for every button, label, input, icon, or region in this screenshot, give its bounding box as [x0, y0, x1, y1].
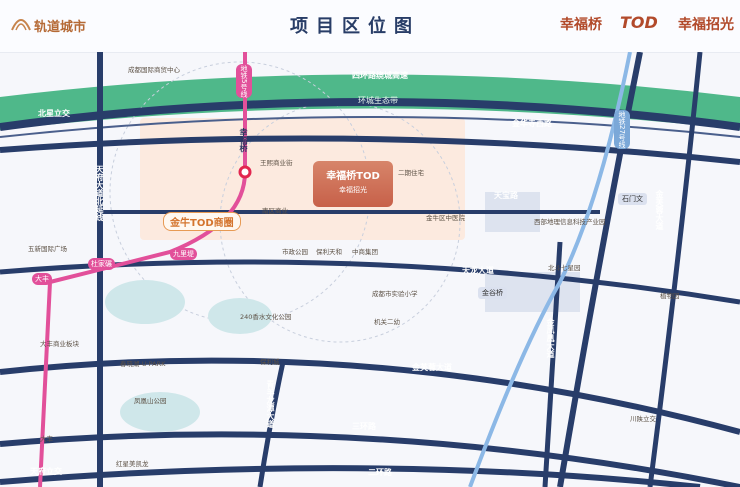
poi-baoli: 保利天和 [316, 248, 342, 256]
jinfurong-avenue-label: 金芙蓉大道 [412, 363, 452, 372]
tianfu-avenue-label: 天府大道北延线 [95, 165, 104, 221]
ring2-road-label: 二环路 [368, 468, 392, 477]
developer-name: 轨道城市 [34, 20, 87, 35]
dufeng-station-pill: 杜家碾 [88, 258, 115, 270]
poi-wanxin: 五新国际广场 [28, 245, 67, 253]
poi-park-2: 市政公园 [282, 248, 308, 256]
poi-yunliang: 大丰 [40, 435, 53, 443]
tianlong-avenue-label: 天龙大道 [462, 266, 494, 275]
lake-area-3 [120, 392, 200, 432]
poi-airport-school: 机关二幼 [374, 318, 400, 326]
developer-mark-icon [11, 19, 31, 31]
dafeng-station-pill: 大丰 [32, 273, 52, 285]
shimen-station-pill: 石门文 [618, 193, 647, 205]
jinhua-si-road [0, 135, 740, 165]
qingbaijiang-avenue [257, 361, 286, 487]
poi-datong: 大丰商业板块 [40, 340, 79, 348]
road-label-south: 天府立交 [30, 467, 62, 476]
ring3-road-label: 三环路 [352, 422, 376, 431]
page-title: 项目区位图 [290, 16, 420, 37]
poi-south-commercial: 南区商业 [262, 207, 288, 215]
poi-school: 成都市实验小学 [372, 290, 418, 298]
poi-tech-park: 西部地理信息科技产业园 [534, 218, 606, 226]
poi-zhonghe: 中商集团 [352, 248, 378, 256]
lake-area-2 [208, 298, 272, 334]
project-logo-tod: TOD [620, 13, 658, 32]
xingfuqiao-station-label: 幸福桥 [239, 128, 248, 152]
ring4-road [0, 98, 740, 131]
project-badge-title: 幸福桥TOD [326, 171, 380, 182]
poi-beigan: 北斗七星园 [548, 264, 581, 272]
ring3-road [0, 431, 740, 487]
jinhua-si-road-label: 金华寺西路 [512, 119, 552, 128]
ring2-road [0, 465, 701, 487]
developer-logo: 轨道城市 [10, 12, 130, 42]
ring4-road-edge [0, 116, 740, 138]
project-zone [140, 118, 465, 240]
jinfeng-avenue-east [557, 52, 643, 487]
project-badge[interactable]: 幸福桥TOD 幸福招光 [313, 161, 393, 207]
jingu-station-pill: 金谷桥 [478, 287, 507, 299]
jinfurong-vertical-label: 金芙蓉大道 [655, 190, 664, 230]
green-belt-label: 环城生态带 [358, 96, 398, 105]
poi-interchange: 川陕立交 [630, 415, 656, 423]
qingbaijiang-avenue-label: 青羊龙潭大道 [266, 380, 275, 428]
ring4-road-label: 四环路绕城高速 [352, 71, 408, 80]
jinfurong-avenue [0, 357, 740, 435]
xingfuqiao-station-icon [238, 165, 252, 179]
jiulixi-station-pill: 九里堤 [170, 248, 197, 260]
project-logo-text-1: 幸福桥 [560, 17, 602, 33]
project-logo: 幸福桥 TOD 幸福招光 [560, 12, 740, 40]
lake-area-1 [105, 280, 185, 324]
project-logo-text-2: 幸福招光 [678, 17, 734, 33]
jinfeng-avenue-label: 金凤凰大道 [546, 318, 555, 358]
poi-commercial: 王熙商业街 [260, 159, 293, 167]
poi-baoli-2: 保利城 [260, 358, 280, 366]
poi-fenghuang-park: 凤凰山公园 [134, 397, 167, 405]
beihuang-interchange-label: 北星立交 [38, 109, 70, 118]
header: 轨道城市 项目区位图 幸福桥 TOD 幸福招光 [0, 0, 740, 53]
poi-hongxing: 红星美凯龙 [116, 460, 149, 468]
tod-circle-callout[interactable]: 金牛TOD商圈 [163, 212, 241, 231]
poi-240-culture: 240香水文化公园 [240, 313, 292, 321]
poi-uspark: 春晓湖-U·PARK [120, 360, 166, 368]
jinfurong-ave-vertical [647, 52, 703, 487]
metro-line-27 [468, 52, 632, 487]
poi-residence-2: 二期住宅 [398, 169, 424, 177]
poi-hospital: 金牛区中医院 [426, 214, 465, 222]
project-badge-sub: 幸福招光 [339, 186, 367, 194]
poi-zoo: 植物园 [660, 292, 680, 300]
poi-park: 成都国际商贸中心 [128, 66, 180, 74]
tianbao-road-label: 天宝路 [494, 191, 518, 200]
metro-line-5-tag: 地铁5号线 [236, 64, 252, 99]
metro-line-27-tag: 地铁27号线 [614, 110, 630, 149]
